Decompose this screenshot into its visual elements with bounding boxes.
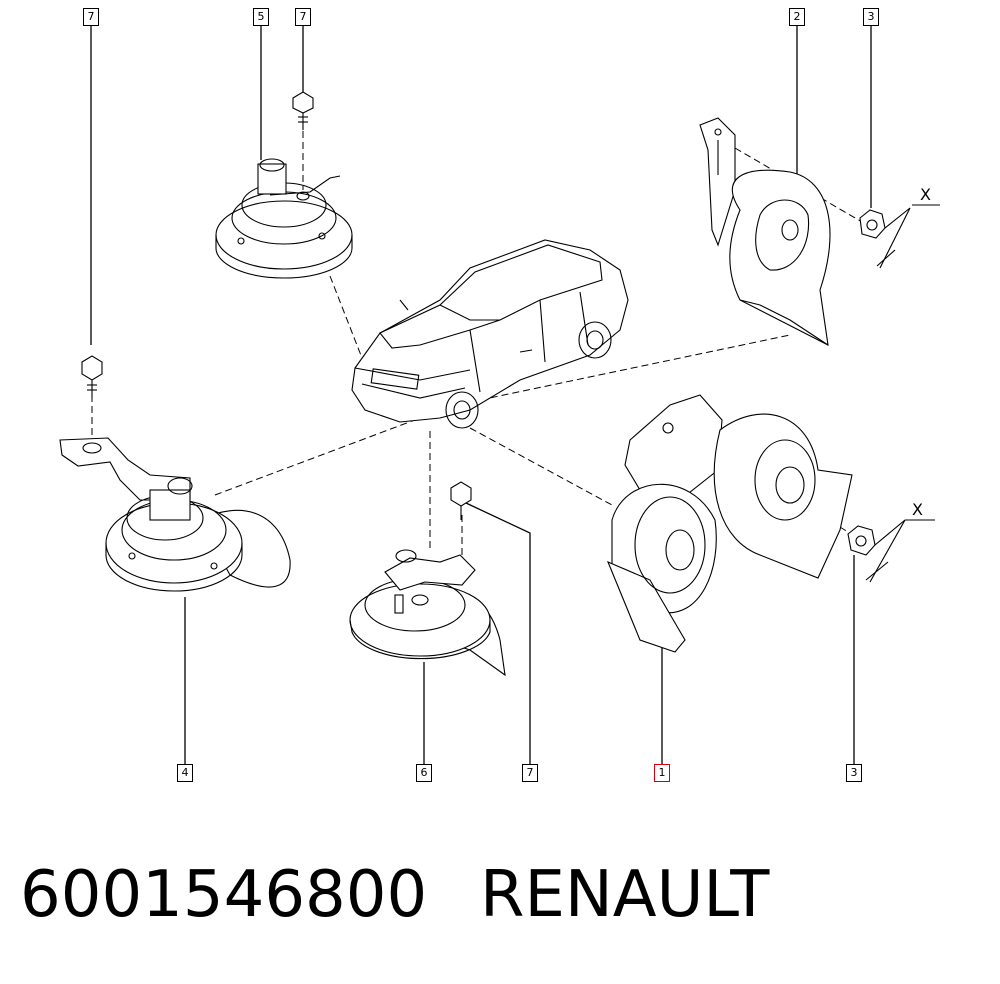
callout-7-bottom: 7 (522, 764, 538, 782)
leader-lines (90, 24, 872, 764)
car-illustration (351, 239, 629, 429)
nut-3-top (859, 209, 886, 239)
dimension-label-x-upper: X (920, 185, 931, 204)
part-number-text: 6001546800 (20, 858, 428, 932)
callout-4-bottom: 4 (177, 764, 193, 782)
horn-part-6 (349, 549, 506, 677)
callout-7-top-left: 7 (83, 8, 99, 26)
horn-part-5 (215, 158, 353, 279)
bolt-7-bottom (450, 481, 472, 520)
dimension-x-lower (865, 519, 935, 583)
callout-5-top: 5 (253, 8, 269, 26)
dimension-x-upper (876, 204, 940, 269)
callout-1-bottom-highlighted: 1 (654, 764, 670, 782)
bolt-7-left (81, 355, 103, 398)
callout-6-bottom: 6 (416, 764, 432, 782)
nut-3-bottom (847, 525, 876, 556)
brand-text: RENAULT (480, 858, 770, 932)
callout-3-top: 3 (863, 8, 879, 26)
horn-part-2 (699, 117, 831, 346)
bolt-7-top (292, 91, 314, 130)
horn-part-1 (606, 394, 853, 653)
callout-3-bottom: 3 (846, 764, 862, 782)
callout-2-top: 2 (789, 8, 805, 26)
dimension-label-x-lower: X (912, 500, 923, 519)
horn-part-4 (59, 437, 291, 592)
callout-7-top-mid: 7 (295, 8, 311, 26)
